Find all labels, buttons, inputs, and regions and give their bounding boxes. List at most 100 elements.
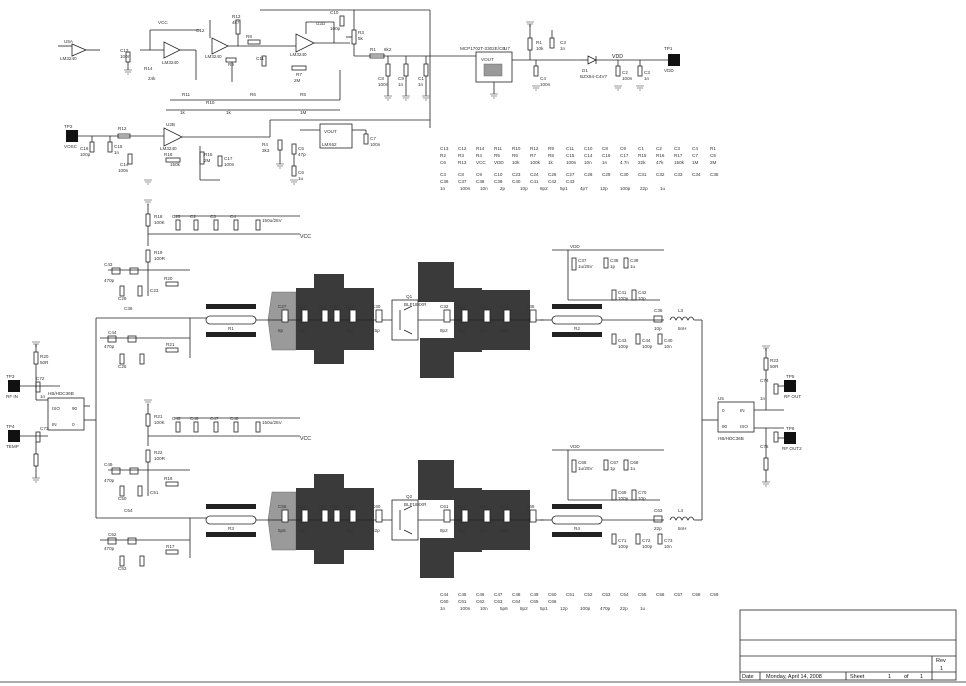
svg-text:C33: C33: [458, 304, 467, 309]
svg-text:8p2: 8p2: [458, 328, 466, 333]
svg-text:C37: C37: [578, 258, 587, 263]
upper-amplifier-channel: R18 100K C25 C2 C3 C4 150u/25V VCC R19 1…: [95, 204, 703, 420]
svg-text:1n: 1n: [398, 82, 404, 87]
svg-text:100p: 100p: [80, 152, 91, 157]
lower-cap-label-3: C47: [494, 592, 503, 597]
svg-text:C72: C72: [36, 376, 45, 381]
lower-cap-label-13: C57: [674, 592, 683, 597]
svg-text:C1: C1: [418, 76, 424, 81]
svg-text:0: 0: [72, 422, 75, 427]
svg-text:R23: R23: [770, 358, 779, 363]
svg-text:C64: C64: [500, 504, 509, 509]
svg-text:C11: C11: [256, 56, 265, 61]
svg-text:1p: 1p: [610, 264, 616, 269]
svg-text:24k: 24k: [148, 76, 156, 81]
svg-text:R3: R3: [358, 30, 364, 35]
lower-cap-label-16: C60: [440, 599, 449, 604]
lower-cap-label-15: C59: [710, 592, 719, 597]
top-label-31: C5: [710, 153, 716, 158]
top-control-section: U5A LM3240 LM3240 C13 100n R14 24k LM324…: [58, 9, 680, 181]
upper-cap-label-6: C26: [548, 172, 557, 177]
svg-text:470p: 470p: [104, 546, 115, 551]
svg-text:90: 90: [72, 406, 78, 411]
svg-text:R8: R8: [246, 34, 252, 39]
upper-cap-value-11: 1u: [660, 186, 666, 191]
svg-text:C35: C35: [526, 304, 535, 309]
date-label: Date: [742, 674, 754, 680]
upper-tline-b: [551, 315, 603, 325]
top-label-35: VDD: [494, 160, 504, 165]
svg-text:C66: C66: [578, 460, 587, 465]
svg-text:100n: 100n: [120, 54, 131, 59]
lower-transistor-q2: [391, 499, 419, 541]
u2d-part: LM3240: [290, 52, 307, 57]
svg-text:12p: 12p: [298, 528, 306, 533]
svg-text:R3: R3: [228, 526, 234, 531]
svg-text:VCC: VCC: [300, 234, 311, 240]
svg-text:C53: C53: [118, 566, 127, 571]
svg-text:470p: 470p: [104, 344, 115, 349]
upper-cap-value-6: 5p1: [560, 186, 568, 191]
upper-cap-label-1: C8: [458, 172, 464, 177]
svg-text:IN: IN: [740, 408, 745, 413]
svg-text:10p: 10p: [638, 296, 646, 301]
svg-text:U2D: U2D: [316, 21, 326, 26]
svg-text:U2B: U2B: [166, 122, 175, 127]
lower-cap-label-7: C51: [566, 592, 575, 597]
top-label-5: R12: [530, 146, 539, 151]
svg-text:D1: D1: [582, 68, 588, 73]
svg-text:C68: C68: [630, 460, 639, 465]
svg-text:C4: C4: [230, 214, 236, 219]
svg-text:8p2: 8p2: [346, 528, 354, 533]
u5a-part: LM3240: [60, 56, 77, 61]
top-label-1: C12: [458, 146, 467, 151]
svg-text:1n: 1n: [114, 150, 120, 155]
diode-d1: [587, 55, 597, 65]
svg-text:TP1: TP1: [664, 46, 673, 51]
svg-text:R10: R10: [206, 100, 215, 105]
inductor-l3: [669, 316, 695, 321]
svg-text:15p: 15p: [372, 328, 380, 333]
svg-text:C51: C51: [150, 490, 159, 495]
upper-cap-label-17: C37: [458, 179, 467, 184]
svg-text:C43: C43: [104, 262, 113, 267]
lower-cap-label-10: C54: [620, 592, 629, 597]
svg-text:C34: C34: [500, 304, 509, 309]
svg-text:1n: 1n: [760, 396, 766, 401]
svg-text:C36: C36: [124, 306, 133, 311]
svg-text:TP4: TP4: [6, 424, 15, 429]
svg-text:150k: 150k: [170, 162, 181, 167]
svg-text:100p: 100p: [618, 496, 629, 501]
lower-cap-value-2: 10n: [480, 606, 488, 611]
top-label-6: R9: [548, 146, 554, 151]
inductor-l4: [669, 516, 695, 521]
lower-tline-a: [205, 515, 257, 525]
svg-text:C55: C55: [278, 504, 287, 509]
svg-text:C31: C31: [480, 304, 489, 309]
top-label-27: R15: [638, 153, 647, 158]
input-hybrid-section: TP3 RF IN C72 1n R20 50R HB/HDC36B ISO I…: [6, 344, 96, 478]
lower-cap-label-5: C49: [530, 592, 539, 597]
lower-cap-label-20: C64: [512, 599, 521, 604]
svg-text:100p: 100p: [618, 544, 629, 549]
svg-text:C29: C29: [346, 304, 355, 309]
top-label-28: R16: [656, 153, 665, 158]
svg-text:C74: C74: [760, 378, 769, 383]
lower-cap-label-12: C56: [656, 592, 665, 597]
svg-text:8p2: 8p2: [440, 328, 448, 333]
top-label-9: C8: [602, 146, 608, 151]
svg-text:1u: 1u: [630, 264, 636, 269]
svg-text:5p1: 5p1: [500, 528, 508, 533]
lower-cap-value-7: 100p: [580, 606, 591, 611]
upper-supply-caps: C25 C2 C3 C4 150u/25V: [172, 214, 283, 231]
svg-text:100K: 100K: [154, 420, 166, 425]
svg-text:R19: R19: [154, 250, 163, 255]
svg-text:C45: C45: [172, 416, 181, 421]
top-label-10: C9: [620, 146, 626, 151]
upper-cap-label-10: C30: [620, 172, 629, 177]
svg-text:10n: 10n: [664, 544, 672, 549]
svg-text:90: 90: [722, 424, 728, 429]
svg-text:50R: 50R: [770, 364, 779, 369]
